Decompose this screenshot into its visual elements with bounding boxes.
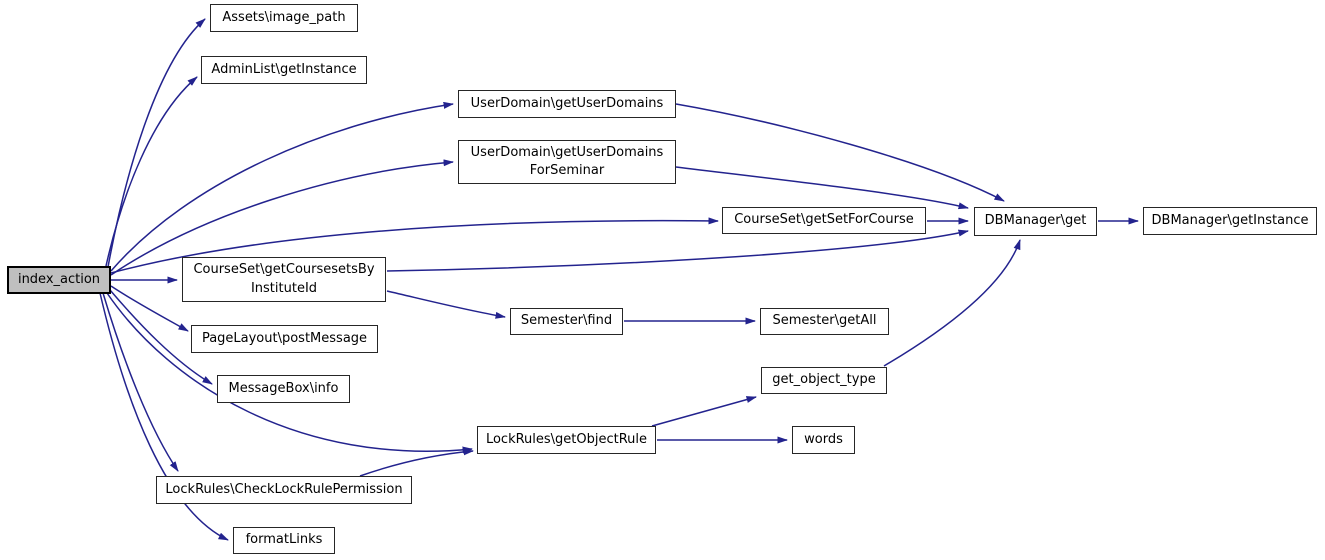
edge-index_action-userdomain_getuserdomains	[110, 101, 454, 272]
node-label: Semester\find	[520, 313, 613, 329]
node-label: AdminList\getInstance	[211, 61, 357, 77]
node-label: CourseSet\getSetForCourse	[734, 212, 914, 228]
node-label: UserDomain\getUserDomains	[470, 144, 664, 160]
node-assets_image_path[interactable]: Assets\image_path	[210, 4, 358, 32]
node-semester_getall[interactable]: Semester\getAll	[760, 308, 889, 335]
node-userdomain_getuserdomains[interactable]: UserDomain\getUserDomains	[458, 90, 676, 118]
edge-userdomain_getuserdomains_forseminar-dbmanager_get	[675, 166, 969, 210]
edge-userdomain_getuserdomains-dbmanager_get	[675, 103, 1005, 202]
edge-index_action-adminlist_getinstance	[105, 76, 198, 267]
edge-index_action-formatlinks	[99, 292, 229, 541]
node-lockrules_getobjectrule[interactable]: LockRules\getObjectRule	[477, 426, 656, 454]
node-pagelayout_postmessage[interactable]: PageLayout\postMessage	[191, 325, 378, 353]
edge-courseset_getcoursesetsby_instituteid-semester_find	[386, 290, 506, 319]
node-messagebox_info[interactable]: MessageBox\info	[217, 375, 350, 403]
node-courseset_getsetforcourse[interactable]: CourseSet\getSetForCourse	[722, 207, 926, 234]
node-label: DBManager\getInstance	[1151, 212, 1309, 228]
edge-index_action-lockrules_checklockrulepermission	[102, 292, 179, 472]
edge-lockrules_getobjectrule-get_object_type	[651, 396, 757, 427]
node-label: Assets\image_path	[222, 9, 346, 25]
node-label: PageLayout\postMessage	[201, 330, 368, 346]
edge-index_action-messagebox_info	[109, 289, 213, 385]
node-index_action[interactable]: index_action	[7, 266, 111, 294]
node-label: formatLinks	[245, 532, 323, 548]
node-label: LockRules\getObjectRule	[485, 431, 648, 447]
node-formatlinks[interactable]: formatLinks	[233, 527, 335, 554]
node-label: LockRules\CheckLockRulePermission	[165, 481, 403, 497]
node-get_object_type[interactable]: get_object_type	[761, 367, 887, 394]
node-label: get_object_type	[772, 372, 876, 388]
node-label: InstituteId	[250, 280, 318, 296]
node-lockrules_checklockrulepermission[interactable]: LockRules\CheckLockRulePermission	[156, 476, 412, 504]
edge-index_action-userdomain_getuserdomains_forseminar	[110, 159, 454, 276]
edge-index_action-courseset_getsetforcourse	[110, 217, 719, 274]
edge-get_object_type-dbmanager_get	[883, 239, 1021, 367]
node-label: CourseSet\getCoursesetsBy	[193, 262, 375, 278]
node-adminlist_getinstance[interactable]: AdminList\getInstance	[201, 56, 367, 84]
edge-index_action-pagelayout_postmessage	[110, 285, 189, 332]
edge-index_action-lockrules_getobjectrule	[106, 292, 473, 454]
node-label: Semester\getAll	[772, 313, 877, 329]
node-dbmanager_getinstance[interactable]: DBManager\getInstance	[1143, 207, 1317, 235]
node-semester_find[interactable]: Semester\find	[510, 308, 623, 335]
edge-index_action-assets_image_path	[107, 18, 206, 268]
node-dbmanager_get[interactable]: DBManager\get	[974, 207, 1097, 236]
node-label: index_action	[17, 271, 101, 287]
edge-courseset_getcoursesetsby_instituteid-dbmanager_get	[386, 229, 969, 272]
node-label: MessageBox\info	[228, 380, 339, 396]
node-label: UserDomain\getUserDomains	[470, 95, 664, 111]
node-label: DBManager\get	[984, 213, 1087, 229]
node-words[interactable]: words	[792, 426, 855, 454]
node-label: ForSeminar	[529, 163, 605, 178]
edge-lockrules_checklockrulepermission-lockrules_getobjectrule	[359, 448, 474, 477]
node-label: words	[804, 431, 843, 447]
